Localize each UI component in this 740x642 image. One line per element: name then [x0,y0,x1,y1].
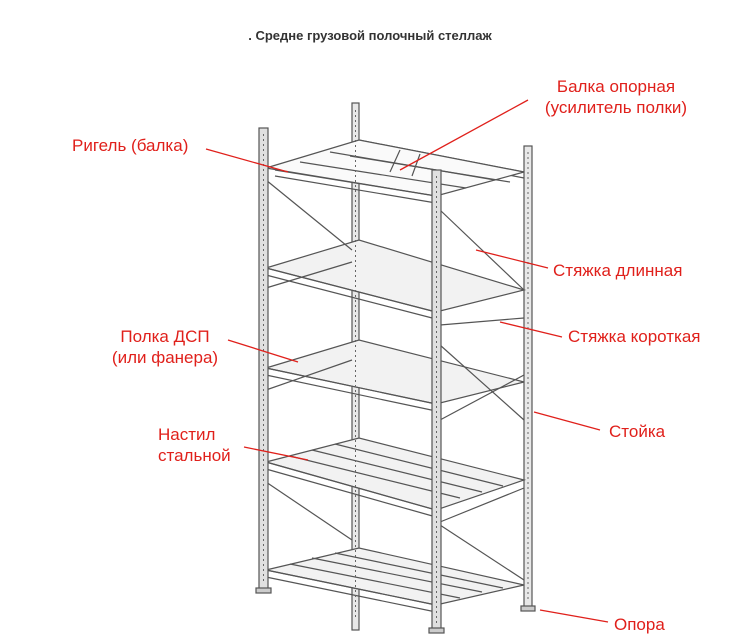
left-side-braces [265,179,353,541]
label-deck-steel: Настил стальной [158,424,231,466]
deck-4 [263,437,527,518]
label-deck-steel-line2: стальной [158,446,231,465]
leader-brace-long [475,249,549,269]
leader-upright [533,411,601,431]
label-brace-long-line1: Стяжка длинная [553,261,683,280]
leader-deck [243,446,309,461]
label-beam-support-line1: Балка опорная [556,77,676,96]
leader-beam-support [399,99,529,171]
label-brace-long: Стяжка длинная [553,260,682,281]
top-frame [265,139,525,204]
label-brace-short: Стяжка короткая [568,326,701,347]
label-foot: Опора [614,614,665,635]
right-side-braces [439,209,525,581]
label-crossbar: Ригель (балка) [72,135,188,156]
label-shelf-chipboard-line2: (или фанера) [111,348,219,367]
deck-5 [265,547,525,613]
label-upright-line1: Стойка [609,422,666,441]
diagram-title: . Средне грузовой полочный стеллаж [248,28,492,43]
rack-drawing [255,102,536,634]
foot-front-left [255,587,272,594]
leader-brace-short [499,321,563,338]
label-brace-short-line1: Стяжка короткая [568,327,701,346]
foot-back-right [520,605,536,612]
label-shelf-chipboard: Полка ДСП (или фанера) [98,326,232,368]
shelf-3 [265,339,525,412]
label-beam-support: Балка опорная (усилитель полки) [526,76,706,118]
leader-lines [205,99,609,623]
label-crossbar-line1: Ригель (балка) [72,136,189,155]
leader-crossbar [205,148,289,173]
label-upright: Стойка [609,421,665,442]
label-shelf-chipboard-line1: Полка ДСП [120,327,210,346]
label-beam-support-line2: (усилитель полки) [544,98,688,117]
leader-shelf [227,339,299,363]
leader-foot [539,609,609,623]
label-deck-steel-line1: Настил [158,425,216,444]
foot-front-right [428,627,445,634]
label-foot-line1: Опора [614,615,665,634]
